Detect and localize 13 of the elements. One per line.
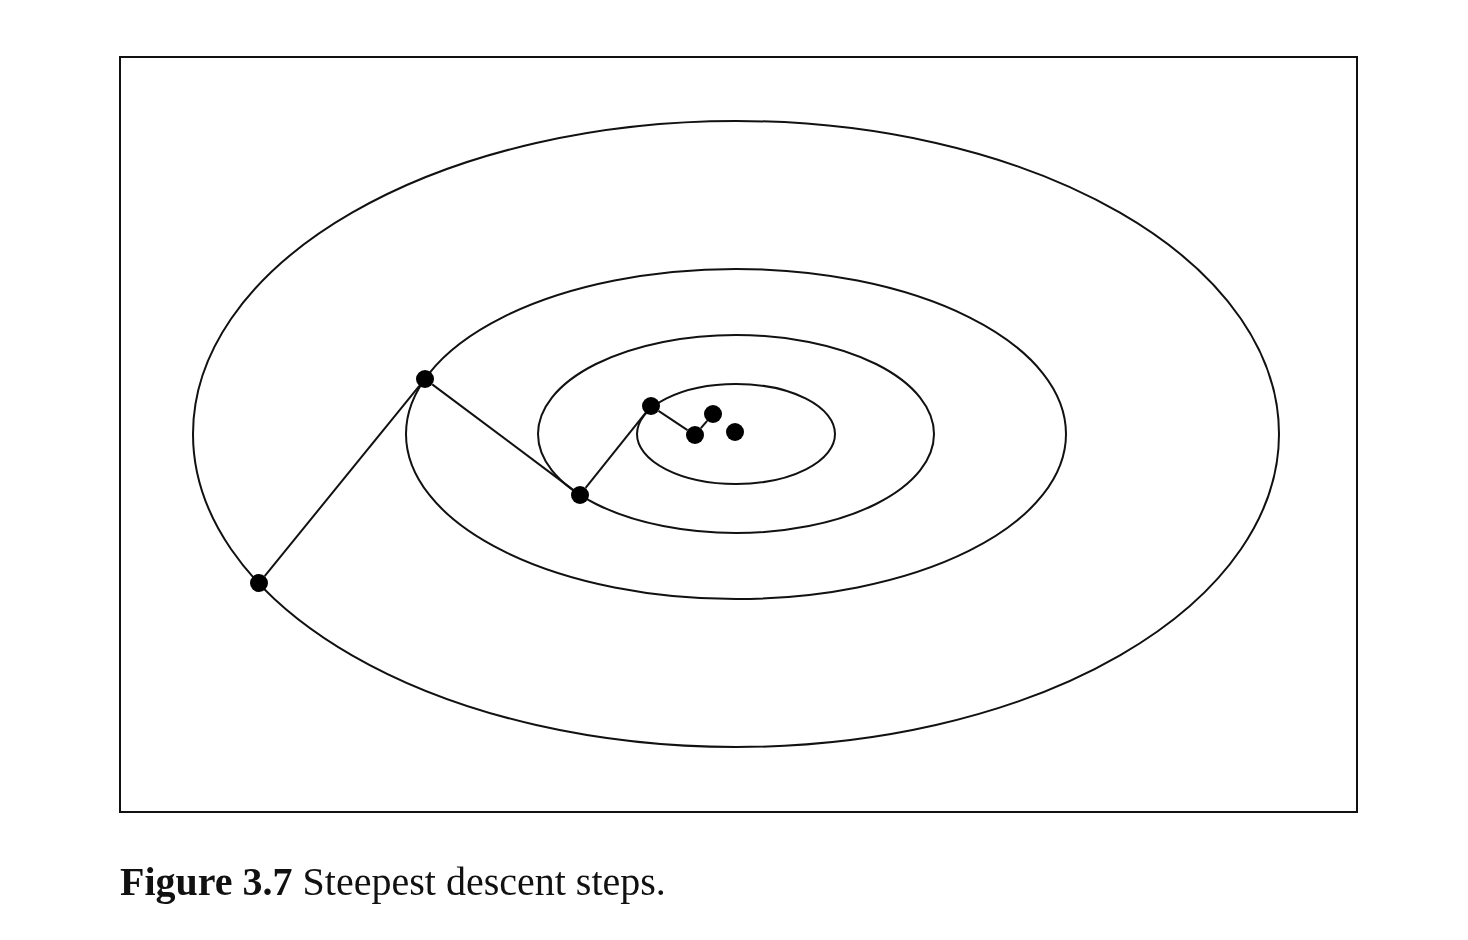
- step-line: [263, 385, 421, 577]
- iterate-dot: [571, 486, 589, 504]
- iterate-dot: [726, 423, 744, 441]
- step-line: [431, 383, 574, 491]
- iterate-dot: [250, 574, 268, 592]
- step-line: [584, 412, 647, 489]
- iterate-dot: [704, 405, 722, 423]
- step-line: [699, 419, 709, 430]
- step-line: [657, 409, 689, 432]
- iterate-dot: [686, 426, 704, 444]
- iterate-dot: [416, 370, 434, 388]
- iterate-dot: [642, 397, 660, 415]
- figure-caption: Figure 3.7 Steepest descent steps.: [120, 858, 666, 905]
